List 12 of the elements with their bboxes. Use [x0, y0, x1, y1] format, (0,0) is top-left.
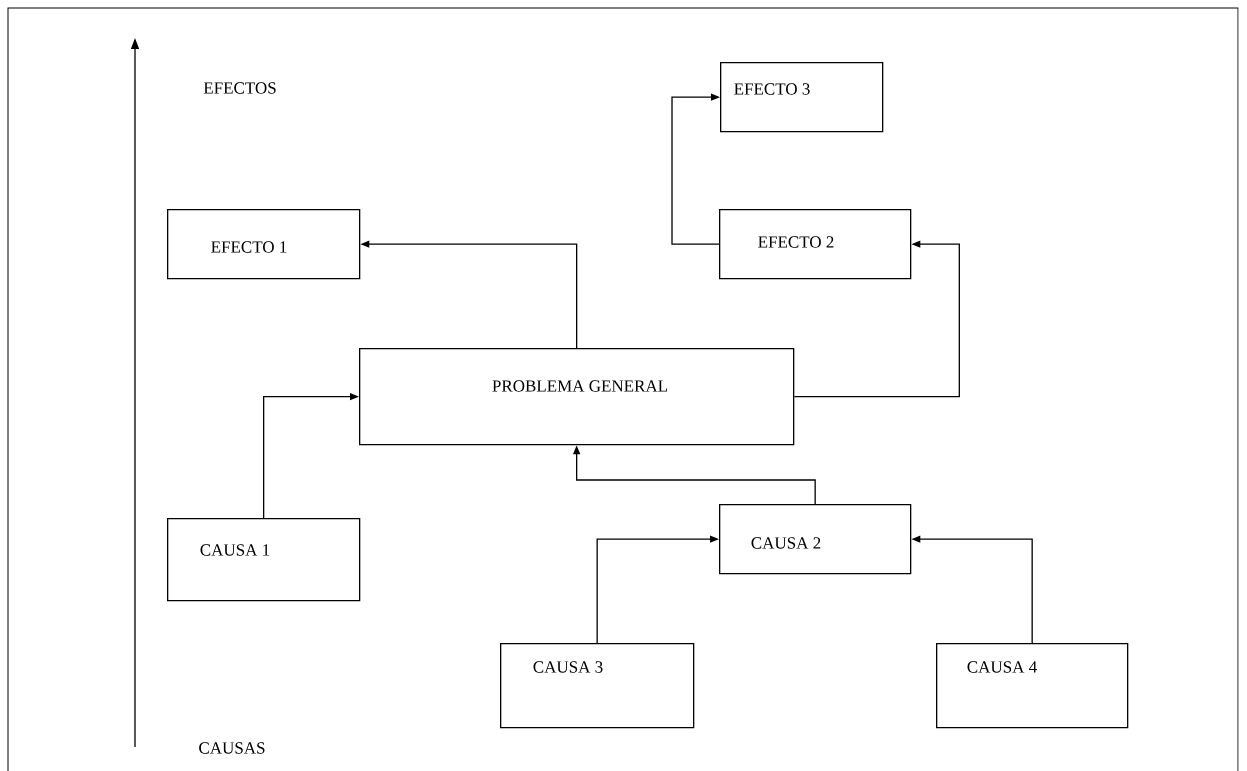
process-box: CAUSA 3: [500, 643, 695, 729]
arrow: [671, 93, 720, 245]
process-box: CAUSA 1: [167, 518, 361, 602]
process-box: EFECTO 1: [167, 209, 361, 280]
process-box: CAUSA 2: [719, 504, 912, 575]
process-box: PROBLEMA GENERAL: [359, 348, 795, 446]
axis-label: CAUSAS: [199, 742, 265, 754]
process-box: EFECTO 2: [719, 209, 912, 280]
axis-label: EFECTOS: [203, 82, 276, 94]
process-box: CAUSA 4: [936, 643, 1129, 729]
process-box: EFECTO 3: [720, 62, 884, 133]
arrow: [793, 240, 960, 398]
